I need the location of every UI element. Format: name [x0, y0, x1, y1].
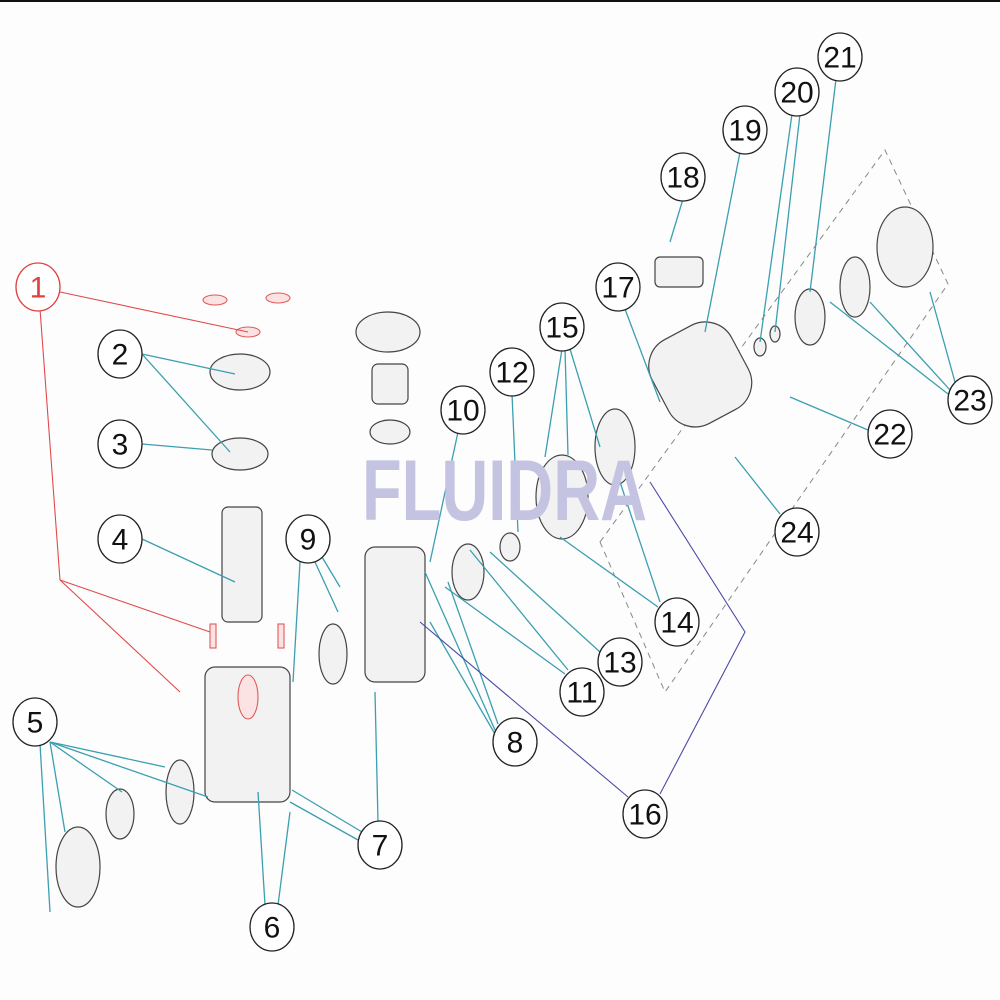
fan-cover: [876, 206, 934, 288]
callout-number: 14: [660, 607, 693, 640]
callout-number: 7: [372, 830, 389, 863]
callout-19: 19: [722, 105, 768, 155]
callout-20: 20: [774, 67, 820, 117]
callout-number: 16: [628, 799, 661, 832]
callout-number: 22: [873, 419, 906, 452]
callout-number: 3: [112, 429, 129, 462]
callout-circle: [867, 409, 913, 459]
callout-2: 2: [97, 329, 143, 379]
callout-circle: [597, 637, 643, 687]
callout-18: 18: [660, 152, 706, 202]
seal-plate: [594, 408, 636, 486]
callout-11: 11: [559, 667, 605, 717]
callout-22: 22: [867, 409, 913, 459]
callout-circle: [357, 820, 403, 870]
callout-number: 5: [27, 707, 44, 740]
callout-circle: [489, 347, 535, 397]
callout-circle: [15, 262, 61, 312]
callout-number: 13: [603, 647, 636, 680]
callout-12: 12: [489, 347, 535, 397]
rear-bearing-cover: [794, 288, 826, 346]
callout-circle: [97, 514, 143, 564]
callout-7: 7: [357, 820, 403, 870]
flange-gasket: [318, 623, 348, 685]
flange: [55, 826, 101, 908]
callout-number: 10: [446, 395, 479, 428]
callout-circle: [774, 67, 820, 117]
callout-1: 1: [15, 262, 61, 312]
fan: [839, 256, 871, 318]
callout-number: 23: [953, 385, 986, 418]
mechanical-seal: [499, 532, 521, 562]
callout-24: 24: [774, 507, 820, 557]
strainer-basket: [221, 506, 263, 623]
pipe-union: [105, 788, 135, 840]
callout-circle: [774, 507, 820, 557]
callout-circle: [654, 597, 700, 647]
parts: [55, 206, 934, 908]
impeller: [451, 543, 485, 601]
callout-23: 23: [947, 375, 993, 425]
callout-circle: [947, 375, 993, 425]
callout-circle: [285, 514, 331, 564]
callout-6: 6: [249, 902, 295, 952]
callout-number: 4: [112, 524, 129, 557]
callout-number: 11: [566, 677, 597, 710]
strainer-housing: [204, 666, 291, 803]
callout-number: 19: [728, 115, 761, 148]
callout-circle: [817, 32, 863, 82]
callout-circle: [660, 152, 706, 202]
callout-circle: [440, 385, 486, 435]
callout-8: 8: [492, 717, 538, 767]
callout-14: 14: [654, 597, 700, 647]
top-flange: [355, 311, 421, 353]
callout-circle: [595, 262, 641, 312]
callout-17: 17: [595, 262, 641, 312]
lid-knobs: [202, 292, 291, 338]
callout-number: 17: [601, 272, 634, 305]
callout-number: 18: [666, 162, 699, 195]
callout-circle: [559, 667, 605, 717]
callout-5: 5: [12, 697, 58, 747]
callout-13: 13: [597, 637, 643, 687]
callout-number: 1: [30, 272, 47, 305]
callout-number: 12: [495, 357, 528, 390]
callout-15: 15: [539, 302, 585, 352]
motor-assembly-outline: [599, 149, 949, 694]
callout-circle: [622, 789, 668, 839]
pump-body: [364, 546, 426, 683]
callout-circle: [539, 302, 585, 352]
callout-3: 3: [97, 419, 143, 469]
terminal-box-cover: [654, 256, 704, 288]
watermark: FLUIDRA: [362, 443, 647, 539]
callout-number: 15: [545, 312, 578, 345]
leader-lines: [39, 78, 956, 913]
seal-ring: [369, 419, 411, 445]
callout-16: 16: [622, 789, 668, 839]
callout-number: 21: [823, 42, 856, 75]
callout-number: 24: [780, 517, 813, 550]
callout-circle: [492, 717, 538, 767]
callout-9: 9: [285, 514, 331, 564]
callout-number: 2: [112, 339, 129, 372]
callout-number: 8: [507, 727, 524, 760]
strainer-lid: [209, 353, 271, 391]
callout-4: 4: [97, 514, 143, 564]
motor: [648, 321, 753, 428]
gasket: [165, 759, 195, 825]
callout-number: 6: [264, 912, 281, 945]
callout-circle: [722, 105, 768, 155]
callout-10: 10: [440, 385, 486, 435]
callout-number: 9: [300, 524, 317, 557]
callout-21: 21: [817, 32, 863, 82]
callout-circle: [249, 902, 295, 952]
callout-circle: [97, 329, 143, 379]
callout-circle: [12, 697, 58, 747]
lid-o-ring: [211, 437, 269, 471]
callout-number: 20: [780, 77, 813, 110]
sleeve: [371, 363, 409, 405]
callout-circle: [97, 419, 143, 469]
